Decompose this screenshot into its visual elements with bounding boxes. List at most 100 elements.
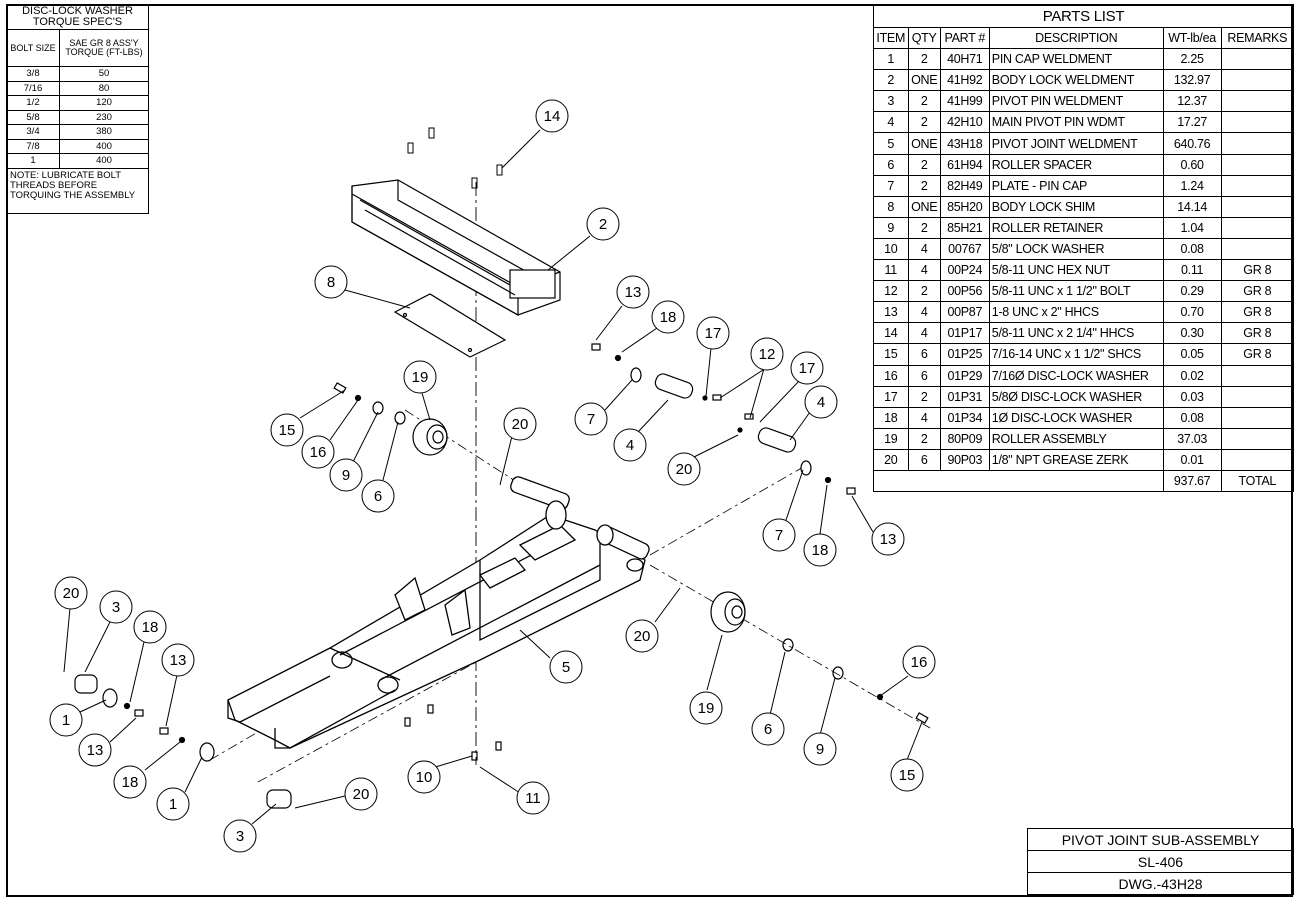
- balloon-label: 6: [764, 721, 772, 738]
- balloon-circle: [156, 787, 190, 821]
- balloon-label: 19: [412, 369, 429, 386]
- balloon-circle: [113, 765, 147, 799]
- balloon-circle: [99, 590, 133, 624]
- balloon-circle: [407, 760, 441, 794]
- balloon-label: 4: [817, 394, 825, 411]
- balloon-label: 20: [63, 585, 80, 602]
- balloon-label: 13: [880, 531, 897, 548]
- parts-cell-desc: 5/8Ø DISC-LOCK WASHER: [988, 385, 1164, 408]
- balloon-circle: [535, 99, 569, 133]
- pivot-joint-weldment: [227, 476, 650, 749]
- balloon-label: 18: [812, 542, 829, 559]
- parts-cell-qty: 6: [907, 448, 941, 471]
- balloon-circle: [78, 733, 112, 767]
- balloon-circle: [329, 458, 363, 492]
- balloon-label: 3: [112, 599, 120, 616]
- balloon-circle: [161, 643, 195, 677]
- balloon-label: 8: [327, 274, 335, 291]
- balloon-label: 17: [799, 360, 816, 377]
- torque-spec-table: DISC-LOCK WASHER TORQUE SPEC'S BOLT SIZE…: [6, 4, 149, 214]
- balloon-circle: [689, 691, 723, 725]
- balloon-label: 17: [705, 325, 722, 342]
- title-block: PIVOT JOINT SUB-ASSEMBLY SL-406 DWG.-43H…: [1027, 828, 1294, 895]
- balloon-circle: [133, 610, 167, 644]
- parts-header-cell: ITEM: [873, 26, 909, 50]
- parts-cell-remarks: GR 8: [1220, 343, 1295, 366]
- parts-cell-desc: ROLLER RETAINER: [988, 216, 1164, 239]
- parts-total-row: 937.67 TOTAL: [874, 469, 1295, 493]
- balloon-label: 20: [353, 786, 370, 803]
- parts-header-cell: REMARKS: [1220, 26, 1295, 50]
- parts-cell-desc: 7/16-14 UNC x 1 1/2" SHCS: [988, 343, 1164, 366]
- balloon-circle: [516, 781, 550, 815]
- balloon-label: 18: [122, 774, 139, 791]
- parts-cell-wt: 0.02: [1162, 364, 1222, 387]
- parts-cell-part: 61H94: [939, 153, 990, 176]
- balloon-label: 13: [170, 652, 187, 669]
- parts-header-cell: PART #: [939, 26, 990, 50]
- balloon-label: 4: [626, 437, 634, 454]
- parts-cell-item: 20: [873, 448, 909, 471]
- balloon-label: 7: [587, 411, 595, 428]
- torque-table-title: DISC-LOCK WASHER TORQUE SPEC'S: [6, 4, 149, 30]
- parts-header-cell: DESCRIPTION: [988, 26, 1164, 50]
- parts-cell-desc: BODY LOCK SHIM: [988, 195, 1164, 218]
- pivot-pin-left: [74, 674, 215, 762]
- balloon-circle: [750, 337, 784, 371]
- parts-cell-wt: 640.76: [1162, 132, 1222, 155]
- parts-cell-part: 82H49: [939, 174, 990, 197]
- title-block-drawing: DWG.-43H28: [1027, 872, 1294, 895]
- roller-assembly-bottom: [710, 591, 929, 724]
- torque-cell-torque: 380: [59, 124, 149, 140]
- balloon-circle: [586, 207, 620, 241]
- main-pivot-pin-upper: [591, 343, 722, 401]
- parts-total-weight: 937.67: [1162, 469, 1222, 493]
- title-block-title: PIVOT JOINT SUB-ASSEMBLY: [1027, 828, 1294, 851]
- balloon-circle: [803, 732, 837, 766]
- parts-cell-part: 80P09: [939, 427, 990, 450]
- balloon-label: 20: [512, 416, 529, 433]
- parts-cell-desc: PLATE - PIN CAP: [988, 174, 1164, 197]
- balloon-circle: [902, 645, 936, 679]
- balloon-circle: [54, 576, 88, 610]
- parts-cell-item: 18: [873, 406, 909, 429]
- parts-cell-desc: MAIN PIVOT PIN WDMT: [988, 111, 1164, 134]
- balloon-label: 7: [775, 527, 783, 544]
- balloon-circle: [403, 360, 437, 394]
- balloon-circle: [574, 402, 608, 436]
- parts-cell-desc: 1Ø DISC-LOCK WASHER: [988, 406, 1164, 429]
- body-lock-weldment: [351, 179, 561, 317]
- balloon-circle: [223, 819, 257, 853]
- balloon-label: 14: [544, 108, 561, 125]
- item-balloons: 1428131817121741920151696742071813201969…: [49, 99, 936, 853]
- parts-cell-part: 90P03: [939, 448, 990, 471]
- balloon-label: 16: [911, 654, 928, 671]
- balloon-label: 1: [62, 712, 70, 729]
- parts-cell-desc: PIN CAP WELDMENT: [988, 48, 1164, 71]
- torque-cell-torque: 400: [59, 138, 149, 154]
- balloon-circle: [344, 777, 378, 811]
- balloon-label: 3: [236, 828, 244, 845]
- balloon-label: 15: [279, 422, 296, 439]
- balloon-label: 20: [634, 628, 651, 645]
- balloon-label: 2: [599, 216, 607, 233]
- balloon-circle: [314, 265, 348, 299]
- torque-col-torque: SAE GR 8 ASS'Y TORQUE (FT-LBS): [59, 29, 149, 67]
- balloon-circle: [270, 413, 304, 447]
- pivot-pin-bottom: [266, 789, 292, 809]
- balloon-circle: [762, 518, 796, 552]
